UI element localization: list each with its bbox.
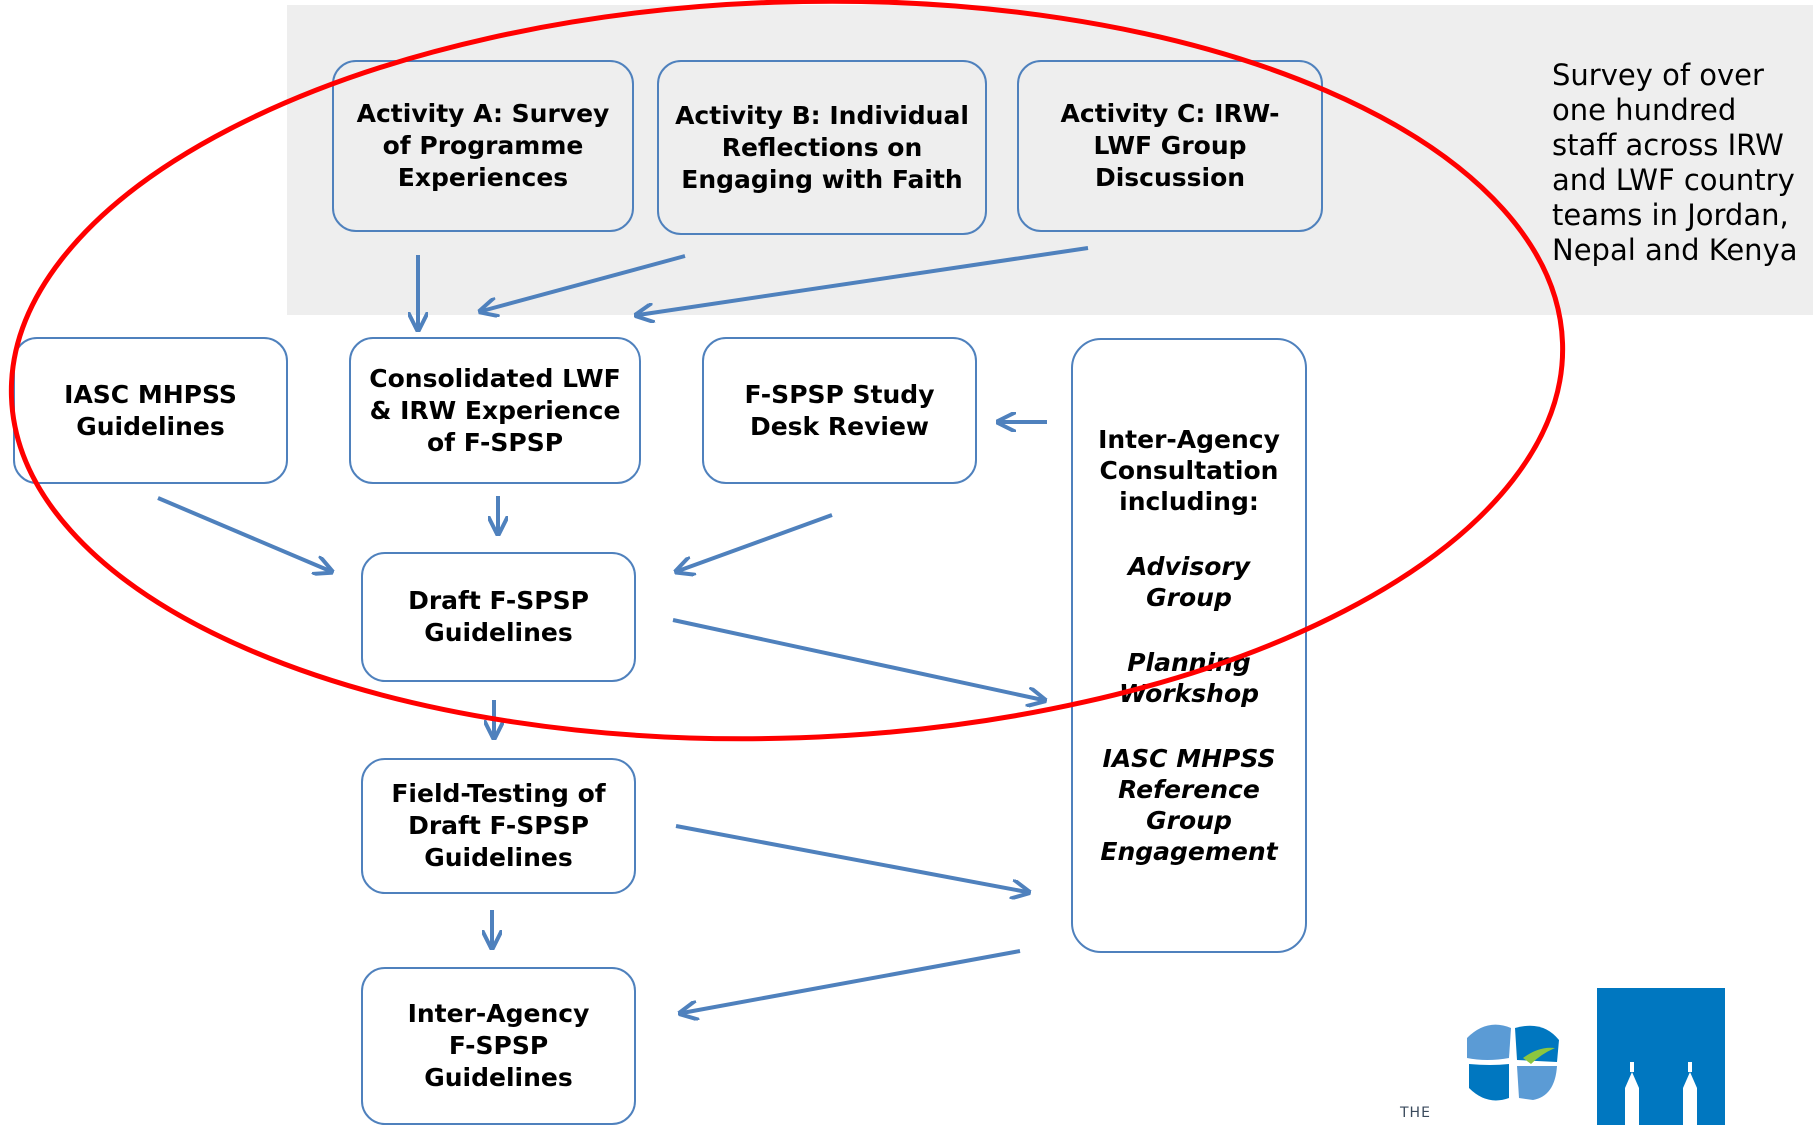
iasc-guidelines-label: IASC MHPSS Guidelines (64, 379, 237, 441)
arrow-c-to-consolidated (638, 246, 1089, 315)
activity-a-box: Activity A: Survey of Programme Experien… (332, 60, 634, 232)
arrow-consultation-to-final (682, 949, 1021, 1013)
consolidated-experience-box: Consolidated LWF & IRW Experience of F-S… (349, 337, 641, 484)
final-guidelines-box: Inter-Agency F-SPSP Guidelines (361, 967, 636, 1125)
consultation-item-advisory: Advisory Group (1127, 552, 1251, 612)
islamic-relief-logo-icon (1597, 988, 1725, 1125)
iasc-guidelines-box: IASC MHPSS Guidelines (13, 337, 288, 484)
activity-b-box: Activity B: Individual Reflections on En… (657, 60, 987, 235)
lutheran-logo-text: THE (1400, 1105, 1431, 1121)
arrow-b-to-consolidated (482, 254, 686, 311)
consolidated-experience-label: Consolidated LWF & IRW Experience of F-S… (369, 363, 621, 457)
activity-a-label: Activity A: Survey of Programme Experien… (356, 99, 610, 192)
consultation-item-reference-group: IASC MHPSS Reference Group Engagement (1100, 744, 1278, 866)
desk-review-label: F-SPSP Study Desk Review (744, 379, 935, 441)
activity-b-label: Activity B: Individual Reflections on En… (675, 100, 969, 194)
field-testing-label: Field-Testing of Draft F-SPSP Guidelines (391, 779, 606, 872)
draft-guidelines-label: Draft F-SPSP Guidelines (408, 586, 589, 647)
arrow-iasc-to-draft (157, 496, 330, 571)
highlight-ellipse (8, 0, 1566, 742)
activity-c-box: Activity C: IRW- LWF Group Discussion (1017, 60, 1323, 232)
consultation-heading: Inter-Agency Consultation including: (1098, 425, 1280, 516)
survey-note: Survey of over one hundred staff across … (1552, 58, 1798, 267)
lutheran-logo-icon (1467, 1024, 1559, 1101)
field-testing-box: Field-Testing of Draft F-SPSP Guidelines (361, 758, 636, 894)
arrow-draft-to-consultation (672, 618, 1043, 700)
final-guidelines-label: Inter-Agency F-SPSP Guidelines (407, 999, 590, 1092)
arrow-field-testing-to-consultation (675, 824, 1027, 892)
logo-text-line1: THE (1400, 1105, 1431, 1121)
arrow-desk-review-to-draft (678, 513, 833, 571)
activity-c-label: Activity C: IRW- LWF Group Discussion (1060, 99, 1280, 192)
desk-review-box: F-SPSP Study Desk Review (702, 337, 977, 484)
draft-guidelines-box: Draft F-SPSP Guidelines (361, 552, 636, 682)
